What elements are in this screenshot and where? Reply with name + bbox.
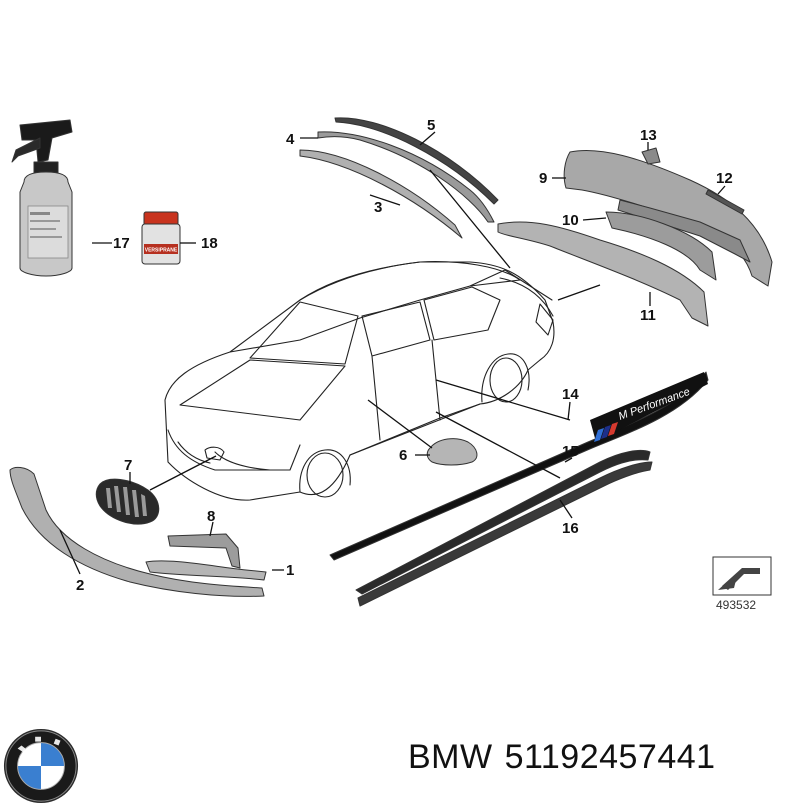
car-outline	[164, 261, 555, 501]
part-16-sill-extension	[357, 461, 653, 607]
callout-8: 8	[207, 508, 215, 525]
callout-14: 14	[562, 386, 579, 403]
callout-16: 16	[562, 520, 579, 537]
part-11-rear-valance	[497, 221, 709, 327]
part-12-trim-strip	[705, 189, 745, 215]
callout-numbers: 1 2 3 4 5 6 7 8 9 10 11 12 13 14 15 16 1…	[76, 117, 733, 594]
part-18-polish-jar: VERSIPRANE	[141, 211, 181, 265]
part-number: 51192457441	[504, 738, 716, 776]
part-6-mirror-cap	[426, 438, 478, 466]
callout-17: 17	[113, 235, 130, 252]
jar-label: VERSIPRANE	[145, 248, 178, 254]
part-4-spoiler-trim	[317, 131, 495, 223]
brand-name: BMW	[408, 738, 493, 776]
part-5-spoiler-strip	[334, 117, 499, 205]
callout-13: 13	[640, 127, 657, 144]
callout-18: 18	[201, 235, 218, 252]
callout-9: 9	[539, 170, 547, 187]
part-3-spoiler-lip	[299, 149, 463, 239]
reference-box: 493532	[712, 556, 772, 612]
callout-11: 11	[640, 307, 656, 324]
callout-1: 1	[286, 562, 294, 579]
part-15-sill-trim	[355, 449, 651, 595]
reference-number: 493532	[716, 598, 756, 612]
part-7-kidney-grille	[95, 478, 160, 525]
part-10-diffuser-insert	[605, 211, 717, 281]
callout-3: 3	[374, 199, 382, 216]
callout-7: 7	[124, 457, 132, 474]
part-caption: BMW 51192457441	[408, 738, 728, 777]
bmw-logo	[3, 728, 79, 804]
callout-10: 10	[562, 212, 579, 229]
part-8-front-trim	[167, 533, 241, 569]
callout-15: 15	[562, 443, 579, 460]
callout-6: 6	[399, 447, 407, 464]
part-13-clip	[641, 147, 661, 165]
part-1-front-splitter	[145, 560, 267, 581]
callout-4: 4	[286, 131, 295, 148]
leader-lines	[59, 131, 726, 575]
part-9-rear-bumper-diffuser	[563, 149, 773, 287]
callout-12: 12	[716, 170, 733, 187]
callout-5: 5	[427, 117, 435, 134]
part-17-cleaner-spray-bottle	[11, 119, 73, 277]
callout-2: 2	[76, 577, 84, 594]
